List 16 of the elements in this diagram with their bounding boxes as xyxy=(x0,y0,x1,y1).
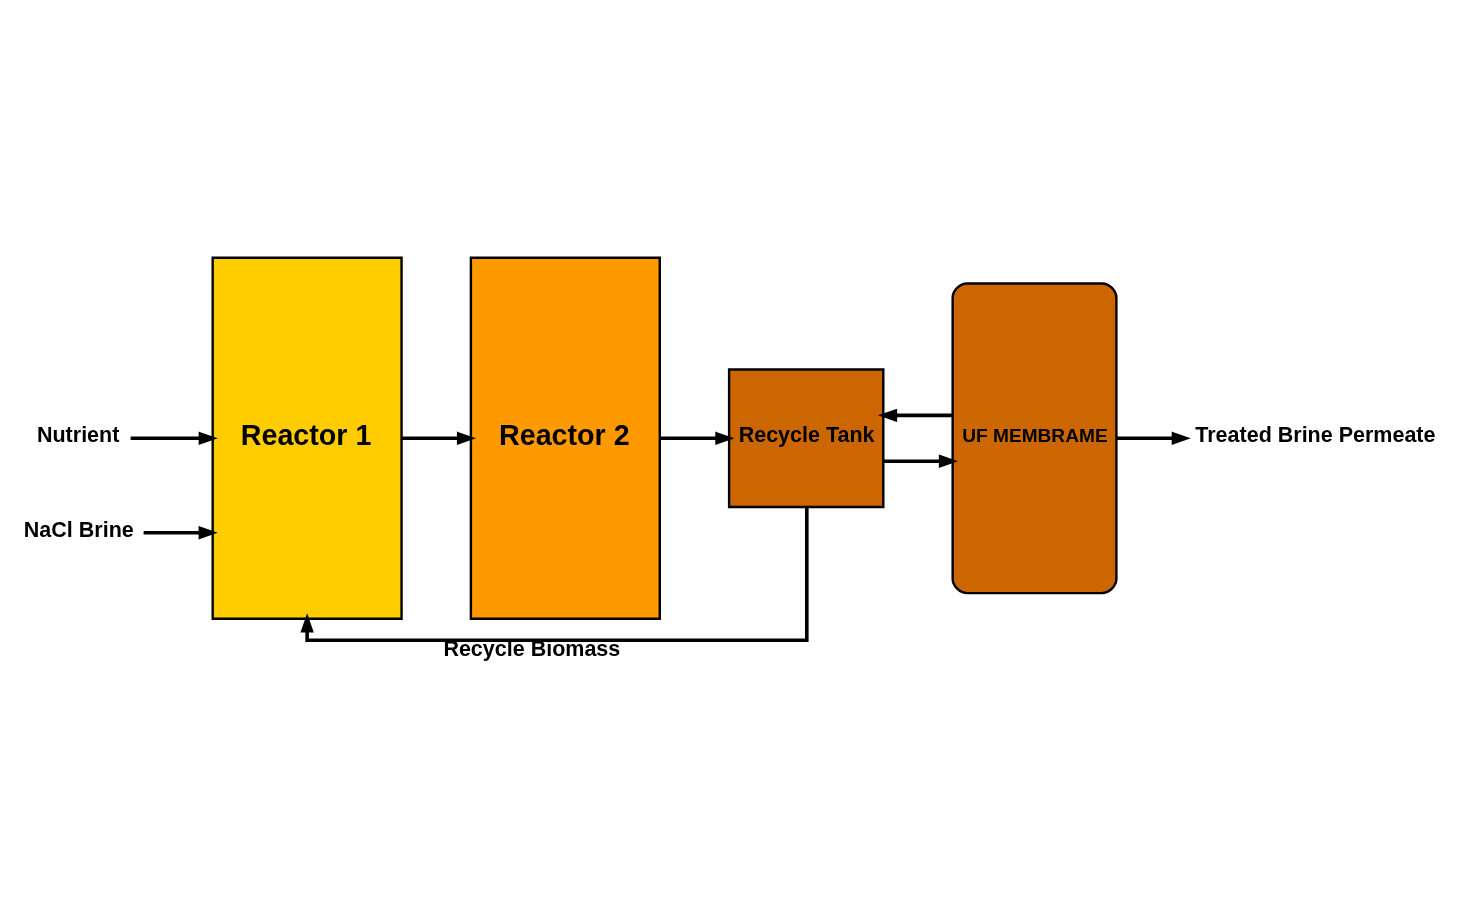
arrow xyxy=(300,506,809,643)
arrow xyxy=(659,431,735,445)
node-box: Reactor 2 xyxy=(469,256,661,620)
arrow xyxy=(130,431,218,445)
node-text: Treated Brine Permeate xyxy=(1195,423,1436,448)
node-text: Nutrient xyxy=(36,423,120,448)
arrow xyxy=(143,526,218,540)
arrow xyxy=(1116,431,1191,445)
node-box: Recycle Tank xyxy=(727,368,885,509)
node-box: Reactor 1 xyxy=(211,256,403,620)
node-box: UF MEMBRAME xyxy=(951,282,1118,595)
arrow xyxy=(877,408,953,423)
node-text: NaCl Brine xyxy=(23,517,134,542)
arrow xyxy=(883,454,959,468)
arrow xyxy=(401,431,477,445)
edge-label: Recycle Biomass xyxy=(443,637,621,662)
